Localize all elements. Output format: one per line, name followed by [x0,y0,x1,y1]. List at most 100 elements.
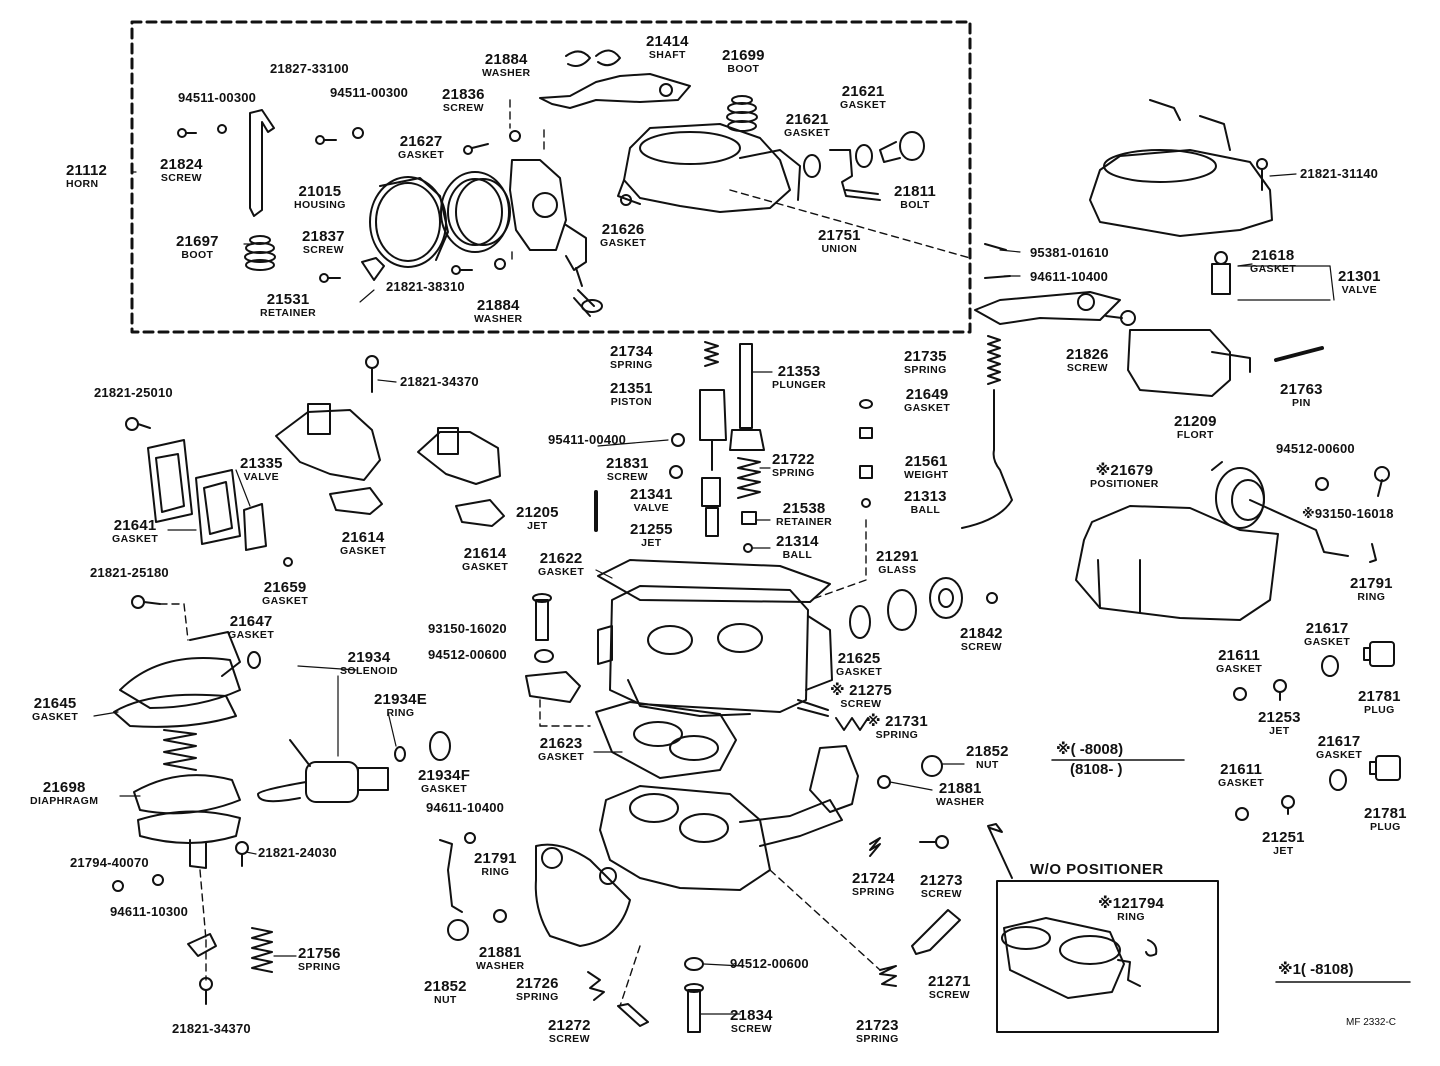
screw-21834 [684,983,704,1033]
ring-21791-r [1369,543,1377,563]
weight-21561 [859,465,873,479]
gasket-21626 [620,194,632,206]
washer-94512-b [684,957,704,971]
gasket-94512-r [1315,477,1329,491]
pump-column [594,341,873,553]
nut-21852-a [921,755,943,777]
valve-21335 [275,403,381,481]
screw-21273 [919,835,949,849]
float-21209 [1127,329,1251,397]
lever-21791 [439,839,463,913]
washer-21881-b [493,909,507,923]
spring-21723 [879,965,897,987]
part-label-94511-00300-b: 94511-00300 [330,85,409,100]
glass-21291 [887,589,917,631]
note-range-b: ※1( -8108) [1278,961,1354,978]
nut-21852-b [447,919,469,941]
gasket-21611-a [1233,687,1247,701]
screw-38310 [451,265,473,275]
part-label-94512-00600-a: 94512-00600 [428,647,507,662]
valve-center [417,427,501,485]
screw-21271 [911,909,961,955]
retainer-21531 [361,257,385,281]
gasket-94611-10300 [152,874,164,886]
gasket-21621-b [855,144,873,168]
spring-21726 [587,971,605,1001]
ring-21934e [394,746,406,762]
screw-25180 [131,595,161,609]
part-label-21821-24030: 21821-24030 [258,845,337,860]
screw-93150-16018 [1374,466,1390,497]
shaft-21414 [539,49,691,109]
pin-21763 [1274,346,1324,362]
part-label-94512-00600-b: 94512-00600 [730,956,809,971]
spring-21724 [869,837,881,857]
screw-21837 [319,273,341,283]
gasket-21623 [595,701,737,779]
part-866 [859,427,873,439]
jet-21251 [1281,795,1295,815]
screw-24030 [235,841,249,867]
part-label-21821-25180: 21821-25180 [90,565,169,580]
part-label-95381-01610: 95381-01610 [1030,245,1109,260]
part-label-21821-31140: 21821-31140 [1300,166,1379,181]
retainer-21538 [741,511,757,525]
diaphragm-housing [113,631,241,728]
gasket-21617-b [1329,769,1347,791]
horn-link [581,299,603,313]
washer-21881-a [877,775,891,789]
part-label-94511-00300: 94511-00300 [178,90,257,105]
screw-21275 [797,699,829,717]
screw-34370-bot [199,977,213,1005]
screw-21836 [463,143,489,155]
clip-21794 [112,880,124,892]
wo-positioner-box [996,880,1219,1033]
plug-95411 [671,433,685,447]
gasket-21614-a [329,487,383,515]
gasket-21659 [283,557,293,567]
screw-21272 [617,1003,649,1027]
dashed-lines-left [159,603,207,981]
part-label-94512-00600-r: 94512-00600 [1276,441,1355,456]
gasket-21649 [859,399,873,409]
gasket-21614-b [455,499,505,527]
positioner-21679 [1211,461,1349,557]
air-horn-body [617,123,801,213]
gasket-21625 [849,605,871,639]
washer-21884-a [509,130,521,142]
ball-21314 [743,543,753,553]
boot-21697 [244,235,276,271]
